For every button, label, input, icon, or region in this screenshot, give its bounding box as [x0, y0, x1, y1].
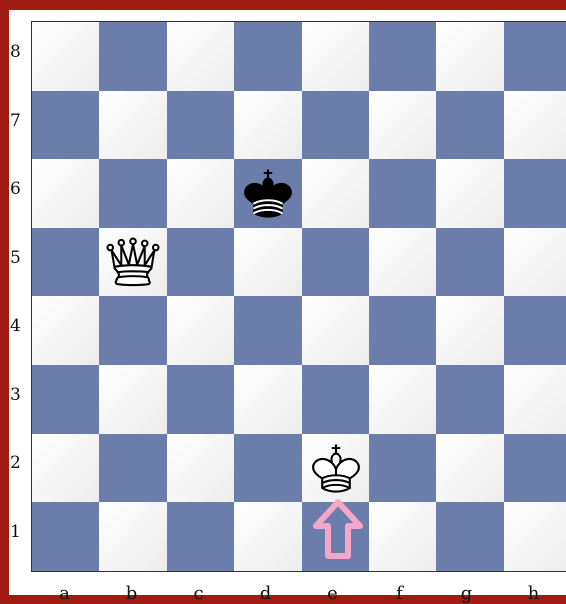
square-g6[interactable]: [436, 159, 504, 229]
square-h4[interactable]: [504, 296, 566, 366]
square-h1[interactable]: [504, 502, 566, 572]
square-f7[interactable]: [369, 91, 437, 161]
square-c1[interactable]: [167, 502, 235, 572]
square-a4[interactable]: [32, 296, 100, 366]
black-king-d6-icon[interactable]: [234, 159, 302, 227]
rank-label-6: 6: [9, 181, 32, 198]
square-f3[interactable]: [369, 365, 437, 435]
chess-frame: 8 7 6 5 4 3 2 1: [9, 10, 566, 595]
square-h7[interactable]: [504, 91, 566, 161]
chess-board[interactable]: [31, 21, 566, 572]
square-d4[interactable]: [234, 296, 302, 366]
square-b1[interactable]: [99, 502, 167, 572]
rank-label-3: 3: [9, 387, 32, 404]
rank-label-7: 7: [9, 113, 32, 130]
square-c5[interactable]: [167, 228, 235, 298]
square-b4[interactable]: [99, 296, 167, 366]
square-f2[interactable]: [369, 434, 437, 504]
square-a6[interactable]: [32, 159, 100, 229]
square-b8[interactable]: [99, 22, 167, 92]
square-d7[interactable]: [234, 91, 302, 161]
square-e3[interactable]: [302, 365, 370, 435]
square-b2[interactable]: [99, 434, 167, 504]
square-f8[interactable]: [369, 22, 437, 92]
up-arrow-icon: [308, 496, 368, 568]
square-f6[interactable]: [369, 159, 437, 229]
square-g4[interactable]: [436, 296, 504, 366]
square-c6[interactable]: [167, 159, 235, 229]
square-a7[interactable]: [32, 91, 100, 161]
square-d5[interactable]: [234, 228, 302, 298]
square-d2[interactable]: [234, 434, 302, 504]
square-g2[interactable]: [436, 434, 504, 504]
square-d8[interactable]: [234, 22, 302, 92]
square-d3[interactable]: [234, 365, 302, 435]
square-b3[interactable]: [99, 365, 167, 435]
square-e7[interactable]: [302, 91, 370, 161]
file-label-a: a: [31, 585, 98, 603]
white-queen-b5-icon[interactable]: [99, 228, 167, 296]
square-g7[interactable]: [436, 91, 504, 161]
square-f4[interactable]: [369, 296, 437, 366]
square-e5[interactable]: [302, 228, 370, 298]
square-h3[interactable]: [504, 365, 566, 435]
square-c7[interactable]: [167, 91, 235, 161]
rank-label-4: 4: [9, 318, 32, 335]
file-label-c: c: [165, 585, 232, 603]
square-b6[interactable]: [99, 159, 167, 229]
square-e4[interactable]: [302, 296, 370, 366]
rank-label-5: 5: [9, 250, 32, 267]
square-f5[interactable]: [369, 228, 437, 298]
square-g1[interactable]: [436, 502, 504, 572]
square-c3[interactable]: [167, 365, 235, 435]
file-label-h: h: [500, 585, 566, 603]
file-label-e: e: [299, 585, 366, 603]
square-a3[interactable]: [32, 365, 100, 435]
square-a5[interactable]: [32, 228, 100, 298]
square-e6[interactable]: [302, 159, 370, 229]
rank-label-8: 8: [9, 44, 32, 61]
square-c2[interactable]: [167, 434, 235, 504]
rank-label-2: 2: [9, 455, 32, 472]
file-label-b: b: [98, 585, 165, 603]
file-label-d: d: [232, 585, 299, 603]
square-h5[interactable]: [504, 228, 566, 298]
square-c4[interactable]: [167, 296, 235, 366]
square-a8[interactable]: [32, 22, 100, 92]
square-b7[interactable]: [99, 91, 167, 161]
rank-label-1: 1: [9, 524, 32, 541]
square-c8[interactable]: [167, 22, 235, 92]
square-a1[interactable]: [32, 502, 100, 572]
square-a2[interactable]: [32, 434, 100, 504]
square-e8[interactable]: [302, 22, 370, 92]
file-label-f: f: [366, 585, 433, 603]
square-g5[interactable]: [436, 228, 504, 298]
white-king-e2-icon[interactable]: [302, 434, 370, 502]
square-g3[interactable]: [436, 365, 504, 435]
square-h2[interactable]: [504, 434, 566, 504]
square-h6[interactable]: [504, 159, 566, 229]
square-d1[interactable]: [234, 502, 302, 572]
file-label-g: g: [433, 585, 500, 603]
square-f1[interactable]: [369, 502, 437, 572]
square-g8[interactable]: [436, 22, 504, 92]
square-h8[interactable]: [504, 22, 566, 92]
